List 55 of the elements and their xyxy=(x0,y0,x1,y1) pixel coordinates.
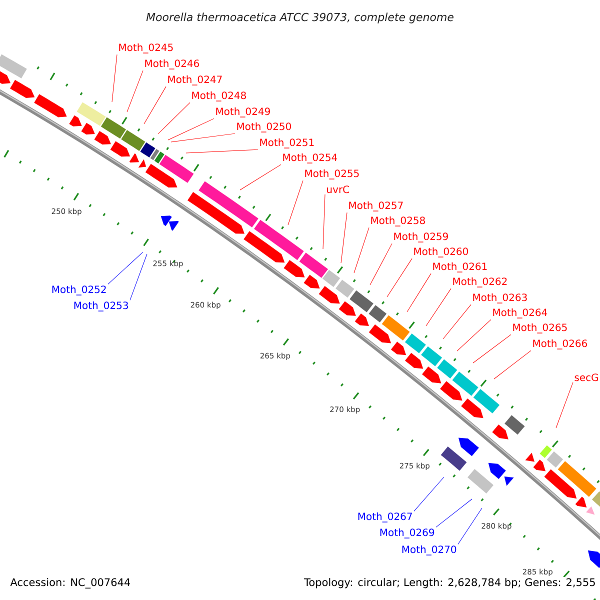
leader-line xyxy=(170,133,236,142)
leader-line xyxy=(108,252,144,284)
gene-label: secG xyxy=(574,374,598,382)
leader-line xyxy=(494,350,532,380)
accession-text: Accession: NC_007644 xyxy=(9,577,132,590)
gene-label: Moth_0257 xyxy=(349,201,403,212)
gene-label: Moth_0260 xyxy=(414,247,468,258)
gene-label: Moth_0258 xyxy=(371,216,425,226)
gene-label: Moth_0266 xyxy=(533,339,588,350)
gene-label: Moth_0264 xyxy=(493,308,548,318)
leader-line xyxy=(556,382,574,428)
gene-label: Moth_0254 xyxy=(283,153,338,164)
leader-line xyxy=(386,258,412,298)
gene-label: Moth_0267 xyxy=(358,512,412,522)
gene-label: Moth_0249 xyxy=(216,107,270,118)
leader-line xyxy=(414,476,444,512)
gene-label: Moth_0246 xyxy=(145,59,200,70)
leader-line xyxy=(436,498,472,528)
gene-label: uvrC xyxy=(327,186,350,194)
gene-label: Moth_0245 xyxy=(119,43,173,54)
genome-stats-text: Topology: circular; Length: 2,628,784 bp; Genes: 2,555 xyxy=(303,577,597,590)
gene-label: Moth_0262 xyxy=(453,277,507,288)
gene-label: Moth_0255 xyxy=(305,169,359,180)
gene-label: Moth_0247 xyxy=(168,75,222,86)
leader-line xyxy=(370,243,392,286)
gene-label: Moth_0261 xyxy=(433,262,487,272)
gene-label: Moth_0248 xyxy=(192,91,246,102)
leader-line xyxy=(168,118,214,140)
gene-label: Moth_0252 xyxy=(52,285,106,296)
leader-line xyxy=(458,508,482,544)
leader-line xyxy=(126,70,144,112)
leader-line xyxy=(186,149,258,154)
gene-label: Moth_0250 xyxy=(237,122,291,132)
gene-label: Moth_0251 xyxy=(260,138,314,148)
leader-line xyxy=(144,86,166,124)
gene-label: Moth_0270 xyxy=(402,545,456,556)
leader-line xyxy=(240,164,282,190)
leader-line xyxy=(472,334,512,364)
leader-line xyxy=(426,288,452,326)
title: Moorella thermoacetica ATCC 39073, complete genome xyxy=(146,12,454,24)
gene-label: Moth_0263 xyxy=(473,293,527,304)
gene-label: Moth_0259 xyxy=(394,232,448,242)
leader-line xyxy=(288,180,304,226)
leader-line xyxy=(354,227,370,274)
leader-line xyxy=(322,194,326,250)
leader-line xyxy=(442,304,472,340)
leader-line xyxy=(456,319,492,352)
leader-line xyxy=(112,54,118,102)
gene-label: Moth_0253 xyxy=(74,301,128,312)
leader-line xyxy=(158,102,190,134)
leader-line xyxy=(130,254,148,300)
leader-line xyxy=(340,212,348,264)
gene-label: Moth_0265 xyxy=(513,323,567,334)
gene-label: Moth_0269 xyxy=(380,528,434,538)
leader-line xyxy=(406,273,432,312)
